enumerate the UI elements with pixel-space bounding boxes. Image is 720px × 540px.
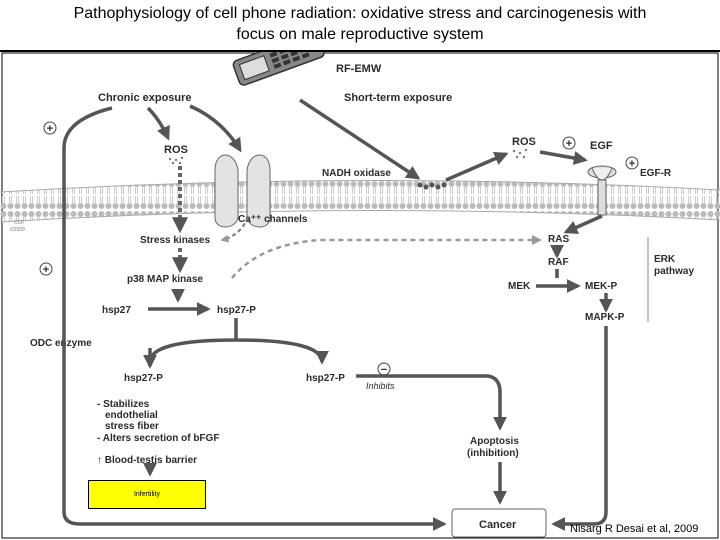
arrow-chronic-to-ros: [146, 106, 170, 141]
slide-title: Pathophysiology of cell phone radiation:…: [0, 0, 720, 50]
plus-sign-icon-2: +: [39, 262, 53, 276]
stress-kinases-label: Stress kinases: [140, 235, 210, 246]
effect-1-line-1: - Stabilizes: [97, 399, 150, 410]
hsp27-label: hsp27: [102, 305, 131, 316]
ros-right-label: ROS: [512, 136, 536, 148]
arrow-chronic-to-cancer: [62, 106, 447, 531]
rf-emw-label: RF-EMW: [336, 63, 382, 75]
svg-text:+: +: [629, 158, 635, 170]
hsp27p-top-label: hsp27-P: [217, 305, 256, 316]
inhibits-label: Inhibits: [366, 381, 395, 391]
title-line-2: focus on male reproductive system: [236, 26, 484, 43]
infertility-label: Infertility: [133, 491, 161, 498]
odc-enzyme-label: ODC enzyme: [30, 338, 92, 349]
svg-text:−: −: [381, 364, 387, 376]
title-divider: [0, 50, 720, 52]
effect-1-line-2: endothelial: [105, 410, 158, 421]
pathway-arrows: [62, 98, 613, 531]
minus-sign-icon: −: [377, 362, 391, 376]
citation: Nisarg R Desai et al, 2009: [570, 523, 699, 535]
p38-map-kinase-label: p38 MAP kinase: [127, 274, 203, 285]
plus-sign-icon-4: +: [625, 156, 639, 170]
arrow-inhibits-apoptosis: [356, 374, 507, 431]
cell-phone-icon: [232, 52, 325, 86]
egf-label: EGF: [590, 140, 613, 152]
ros-dots-right-icon: [512, 148, 528, 159]
egf-receptor-icon: [587, 165, 617, 216]
chronic-exposure-label: Chronic exposure: [98, 92, 192, 104]
hsp27p-left-label: hsp27-P: [124, 373, 163, 384]
arrow-split-right: [148, 318, 322, 362]
egf-r-label: EGF-R: [640, 168, 672, 179]
svg-text:+: +: [43, 264, 49, 276]
cancer-box: [451, 508, 547, 538]
mek-label: MEK: [508, 281, 531, 292]
apoptosis-label-2: (inhibition): [467, 448, 519, 459]
mapk-p-label: MAPK-P: [585, 312, 625, 323]
cancer-label: Cancer: [479, 519, 517, 531]
arrow-mapk-to-cancer: [551, 326, 608, 531]
svg-text:+: +: [566, 138, 572, 150]
raf-label: RAF: [548, 257, 569, 268]
ros-left-label: ROS: [164, 144, 188, 156]
copyright-line-1: CCF: [14, 220, 24, 226]
effect-2: - Alters secretion of bFGF: [97, 433, 219, 444]
nadh-oxidase-label: NADH oxidase: [322, 168, 391, 179]
svg-text:+: +: [47, 123, 53, 135]
plus-sign-icon-3: +: [562, 136, 576, 150]
infertility-box: Infertility: [88, 480, 206, 509]
erk-pathway-label-1: ERK: [654, 254, 676, 265]
plus-sign-icon-1: +: [43, 121, 57, 135]
erk-pathway-label-2: pathway: [654, 266, 694, 277]
ca-channels-label: Ca⁺⁺ channels: [238, 214, 308, 225]
arrow-ca-to-stress: [220, 216, 249, 243]
apoptosis-label-1: Apoptosis: [470, 436, 519, 447]
cell-membrane: [0, 179, 720, 223]
ros-dots-left-icon: [168, 156, 184, 165]
effect-3: ↑ Blood-testis barrier: [97, 455, 197, 466]
effect-1-line-3: stress fiber: [105, 421, 159, 432]
arrow-phone-to-nadh: [299, 98, 421, 180]
mek-p-label: MEK-P: [585, 281, 618, 292]
nadh-oxidase-icon: [417, 182, 447, 190]
dashed-arrows: [172, 166, 542, 279]
arrow-p38-to-ras: [231, 235, 542, 279]
diagram-border: [1, 52, 719, 539]
ras-label: RAS: [548, 234, 569, 245]
pathophysiology-diagram: RF-EMW Chronic exposure Short-term expos…: [0, 52, 720, 539]
title-line-1: Pathophysiology of cell phone radiation:…: [73, 5, 647, 22]
ca-channel-icon: [214, 154, 271, 228]
short-term-exposure-label: Short-term exposure: [344, 92, 452, 104]
arrow-nadh-to-ros: [445, 152, 509, 182]
arrow-egfr-to-ras: [563, 214, 603, 234]
copyright-line-2: ©2009: [10, 226, 25, 233]
arrow-chronic-to-ca: [189, 104, 242, 153]
hsp27p-mid-label: hsp27-P: [306, 373, 345, 384]
arrow-ros-to-egf: [539, 150, 588, 165]
